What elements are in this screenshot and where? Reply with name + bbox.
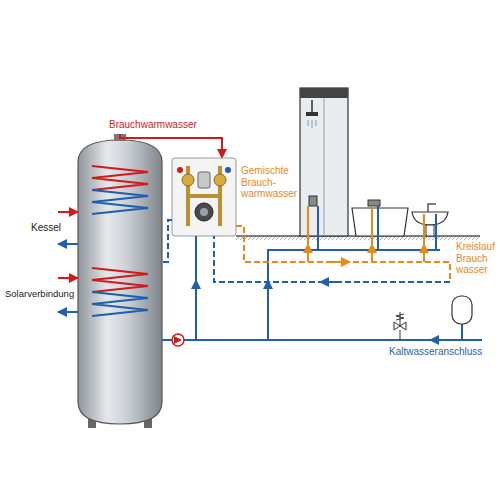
bathtub [352, 200, 408, 236]
washbasin [428, 204, 436, 212]
cold-water-pipe [195, 236, 197, 340]
heating-coil [92, 166, 148, 214]
cold-water-pipe [377, 206, 379, 250]
label-holder: Kessel [30, 222, 62, 234]
mixed-hot-water-pipe [236, 206, 450, 282]
mixing-station [198, 172, 210, 188]
hot-water-pipe [120, 134, 222, 158]
cold-water-pipe [162, 206, 482, 340]
mixed-hot-water-pipe [236, 226, 450, 282]
flow-arrow [320, 281, 340, 283]
safety-valve [400, 330, 401, 340]
solar-coil [92, 268, 148, 316]
expansion-vessel [452, 296, 472, 324]
tank-connections [58, 243, 78, 245]
label-holder: Solarverbindung [4, 289, 75, 300]
mixing-station [177, 167, 183, 173]
circulation-pipe [162, 220, 450, 282]
mixed-hot-water-pipe [371, 244, 373, 252]
mixing-station [200, 208, 208, 216]
mixed-hot-water-pipe [307, 206, 309, 262]
tank-connections [58, 311, 78, 313]
mixed-hot-water-pipe [330, 261, 350, 263]
label-holder: Brauchwarmwasser [108, 119, 198, 131]
cold-water-pipe [162, 339, 482, 341]
washbasin [412, 212, 448, 225]
mixing-station [188, 166, 220, 226]
solar-coil [92, 268, 148, 292]
circulation-pipe [214, 236, 450, 282]
solar-coil [92, 292, 148, 316]
mixing-station [172, 158, 236, 236]
pipe-label: Gemischte Brauch- warmwasser [240, 165, 298, 200]
check-valve [172, 334, 184, 346]
cold-water-pipe [430, 339, 460, 341]
tank-connections [58, 211, 78, 213]
expansion-vessel [461, 324, 463, 340]
safety-valve [394, 312, 406, 340]
shower-cabinet [309, 196, 317, 206]
shower-cabinet [306, 112, 318, 116]
pipe-label: Kreislauf Brauch wasser [455, 241, 496, 276]
mixed-hot-water-pipe [371, 206, 373, 262]
bathtub [352, 208, 408, 236]
heating-coil [92, 190, 148, 214]
mixing-station [195, 203, 213, 221]
cold-water-pipe [268, 250, 440, 340]
connection-label: Kessel [30, 222, 62, 234]
label-holder: Kreislauf Brauch wasser [455, 241, 496, 276]
shower-cabinet [308, 120, 316, 128]
shower-cabinet [311, 100, 313, 112]
mixed-hot-water-pipe [423, 214, 425, 262]
mixing-station [214, 174, 226, 186]
shower-cabinet [324, 98, 325, 236]
mixed-hot-water-pipe [307, 244, 309, 252]
heating-coil [92, 166, 148, 190]
mixing-station [225, 167, 231, 173]
cold-water-pipe [195, 280, 197, 300]
expansion-vessel [452, 296, 472, 340]
check-valve [172, 334, 184, 346]
connection-label: Solarverbindung [4, 289, 75, 300]
label-holder: Kaltwasseranschluss [388, 346, 483, 358]
mixed-hot-water-pipe [423, 244, 425, 252]
safety-valve [396, 312, 404, 326]
pipe-label: Kaltwasseranschluss [388, 346, 483, 358]
cold-water-pipe [435, 214, 437, 250]
washbasin [412, 204, 448, 236]
washbasin [426, 225, 434, 236]
label-holder: Gemischte Brauch- warmwasser [240, 165, 298, 200]
mixing-station [172, 158, 236, 236]
tank-connections [58, 277, 78, 279]
storage-tank [78, 134, 162, 428]
shower-cabinet [300, 88, 348, 98]
bathtub [368, 200, 380, 206]
check-valve [174, 336, 182, 344]
pipe-label: Brauchwarmwasser [108, 119, 198, 131]
mixing-station [182, 174, 194, 186]
cold-water-pipe [317, 206, 319, 250]
circulation-pipe [162, 220, 172, 262]
storage-tank [78, 140, 162, 424]
